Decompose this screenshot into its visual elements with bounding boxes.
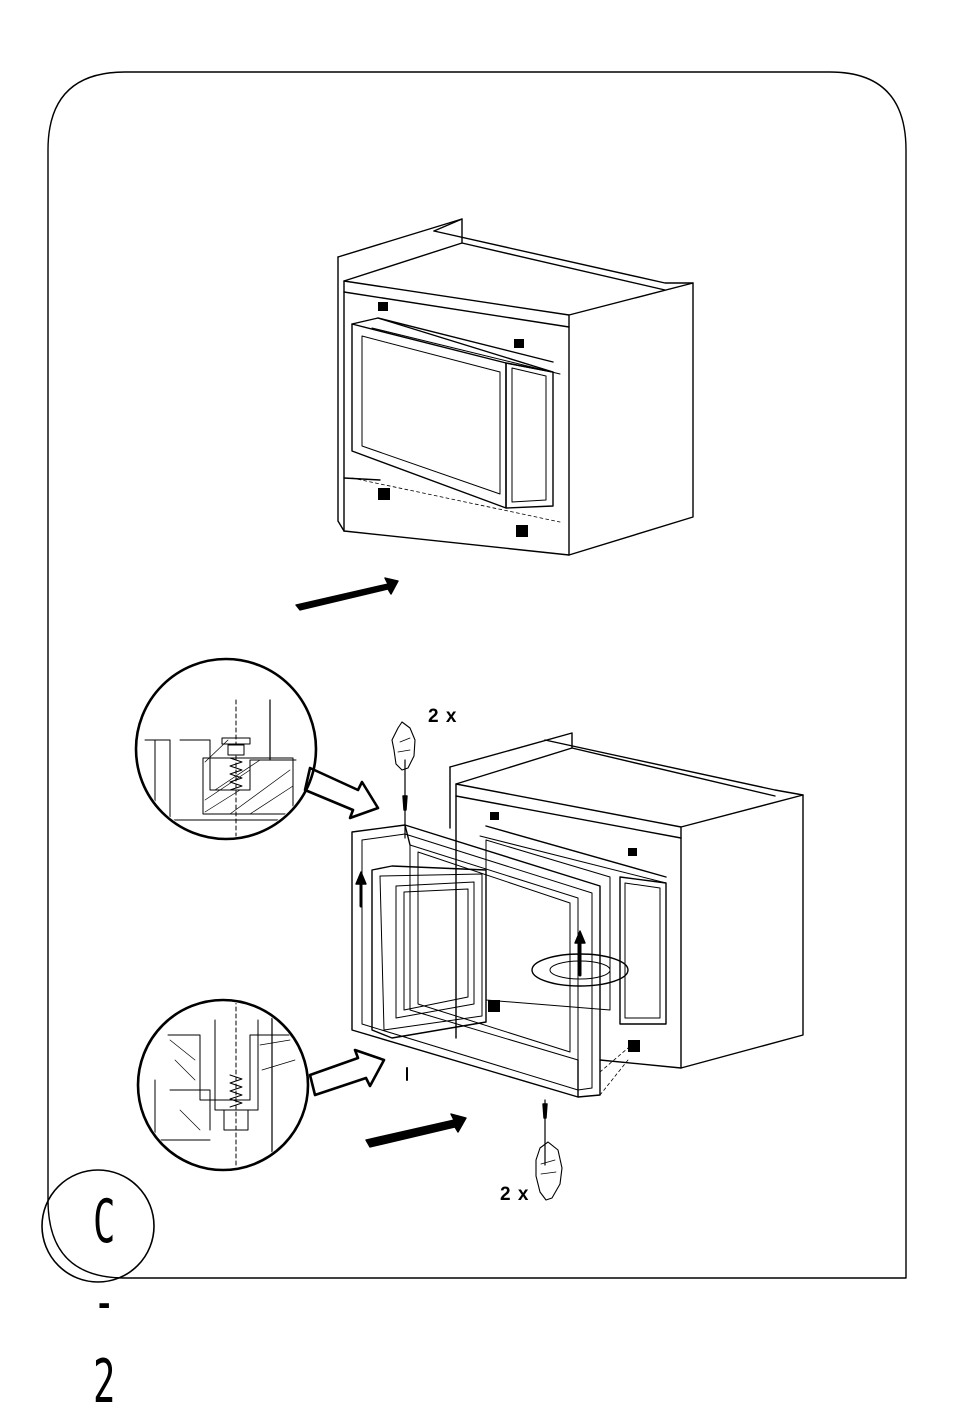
screw-quantity-top: 2 x (428, 706, 457, 728)
screw-quantity-bottom: 2 x (500, 1184, 529, 1206)
cabinet-top-illustration (338, 219, 693, 555)
detail-circle-top (136, 659, 316, 840)
step-label: C - 2 (75, 1182, 137, 1262)
screwdriver-top (392, 722, 415, 838)
detail-circle-bottom (138, 1000, 308, 1170)
instruction-page: 2 x 2 x C - 2 (0, 0, 954, 1351)
detail-arrow-bottom (310, 1050, 384, 1095)
detail-arrow-top (305, 768, 378, 818)
screwdriver-bottom (536, 1100, 562, 1200)
arrow-push-in-bottom (366, 1114, 466, 1147)
instruction-illustration (0, 0, 954, 1351)
cabinet-bottom-illustration (352, 733, 803, 1097)
arrow-push-in-top (296, 578, 398, 610)
